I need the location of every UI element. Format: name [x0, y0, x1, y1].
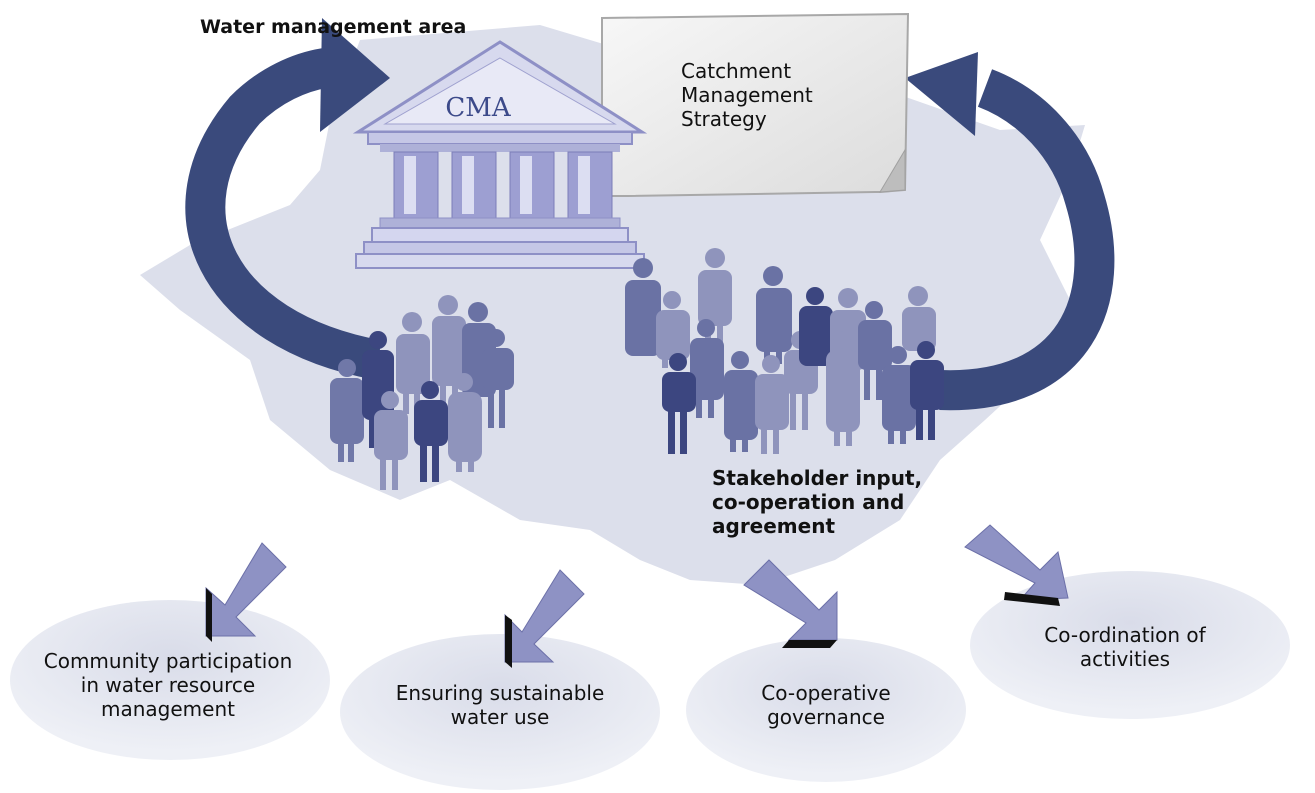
cycle-arrow-left	[185, 18, 390, 380]
outcome-label-4: Co-ordination of activities	[1000, 623, 1250, 671]
stakeholder-label: Stakeholder input, co-operation and agre…	[712, 466, 972, 538]
outcome-oval-3	[686, 638, 966, 782]
outcome-3-line-1: Co-operative	[761, 681, 891, 705]
strategy-line-2: Management	[681, 83, 813, 107]
cycle-arrow-right	[905, 52, 1115, 411]
outcome-3-line-2: governance	[767, 705, 885, 729]
outcome-1-line-1: Community participation	[43, 649, 293, 673]
outcome-label-3: Co-operative governance	[706, 681, 946, 729]
people-group-left	[330, 295, 514, 490]
stakeholder-line-3: agreement	[712, 514, 836, 538]
people-group-right	[625, 248, 944, 454]
stakeholder-line-2: co-operation and	[712, 490, 905, 514]
cma-label: CMA	[445, 93, 511, 123]
outcome-arrow-2	[504, 569, 585, 668]
cma-building-icon	[352, 40, 648, 269]
outcome-1-line-3: management	[101, 697, 235, 721]
outcome-2-line-2: water use	[450, 705, 550, 729]
outcome-arrow-1	[205, 542, 287, 642]
outcome-oval-4	[970, 571, 1290, 719]
strategy-label: Catchment Management Strategy	[681, 59, 813, 131]
outcome-arrow-3	[743, 559, 838, 648]
outcome-2-line-1: Ensuring sustainable	[395, 681, 605, 705]
outcome-1-line-2: in water resource	[80, 673, 256, 697]
diagram-title: Water management area	[200, 16, 467, 38]
strategy-line-1: Catchment	[681, 59, 792, 83]
outcome-oval-1	[10, 600, 330, 760]
outcome-label-2: Ensuring sustainable water use	[370, 681, 630, 729]
strategy-line-3: Strategy	[681, 107, 767, 131]
stakeholder-line-1: Stakeholder input,	[712, 466, 923, 490]
outcome-4-line-2: activities	[1079, 647, 1171, 671]
outcome-oval-2	[340, 634, 660, 790]
outcome-4-line-1: Co-ordination of	[1044, 623, 1206, 647]
outcome-arrow-4	[964, 524, 1069, 606]
outcome-label-1: Community participation in water resourc…	[18, 649, 318, 721]
